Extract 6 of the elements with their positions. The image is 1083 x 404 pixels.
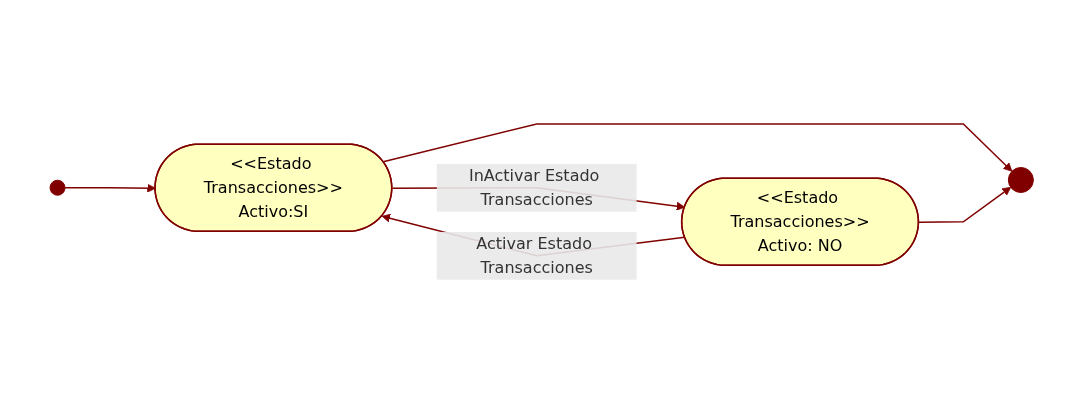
node-circle xyxy=(49,179,66,196)
arrow xyxy=(64,183,156,193)
edge-label: Activar Estado Transacciones xyxy=(476,233,593,277)
edge-label: InActivar Estado Transacciones xyxy=(468,165,600,209)
arrow xyxy=(382,123,1013,172)
node-bullseye xyxy=(1007,167,1034,194)
